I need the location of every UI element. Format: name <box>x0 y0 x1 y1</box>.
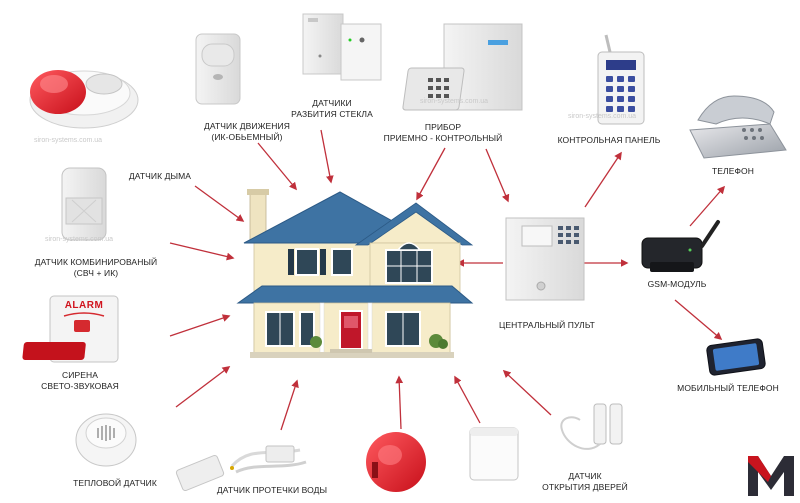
mobile-phone-image <box>706 338 766 376</box>
arrow-siren-to-house <box>169 314 231 337</box>
smoke-detector-image <box>29 70 139 129</box>
arrow-combined-to-house <box>169 242 235 261</box>
arrow-module-to-house <box>454 375 481 424</box>
door-sensor-label-line2: ОТКРЫТИЯ ДВЕРЕЙ <box>542 482 628 492</box>
gsm-module-label: GSM-МОДУЛЬ <box>647 279 707 289</box>
telephone-label: ТЕЛЕФОН <box>711 166 755 176</box>
door-sensor-label: ДАТЧИК ОТКРЫТИЯ ДВЕРЕЙ <box>542 471 628 493</box>
arrow-device-to-house <box>416 147 446 201</box>
leak-sensor-label: ДАТЧИК ПРОТЕЧКИ ВОДЫ <box>216 485 328 495</box>
combined-sensor-label-line1: ДАТЧИК КОМБИНИРОВАНЫЙ <box>34 257 158 267</box>
siren-label-line2: СВЕТО-ЗВУКОВАЯ <box>41 381 119 391</box>
watermark-4: siron-systems.com.ua <box>568 113 637 120</box>
control-device-label-line1: ПРИБОР <box>424 122 462 132</box>
motion-sensor-label-line2: (ИК-ОБЬЕМНЫЙ) <box>211 132 283 142</box>
water-leak-sensor-image <box>175 445 307 492</box>
motion-sensor-label-line1: ДАТЧИК ДВИЖЕНИЯ <box>204 121 290 131</box>
siren-alarm-text: ALARM <box>64 300 104 311</box>
arrow-redsiren-to-house <box>395 375 404 430</box>
watermark-3: siron-systems.com.ua <box>420 98 489 105</box>
central-console-label: ЦЕНТРАЛЬНЫЙ ПУЛЬТ <box>499 320 595 330</box>
arrow-device-to-console <box>485 148 510 203</box>
arrow-motion-to-house <box>257 142 297 191</box>
arrow-leak-to-house <box>280 379 299 431</box>
heat-sensor-image <box>75 413 137 467</box>
motion-sensor-label: ДАТЧИК ДВИЖЕНИЯ (ИК-ОБЬЕМНЫЙ) <box>204 121 290 143</box>
watermark-2: siron-systems.com.ua <box>45 236 114 243</box>
control-device-label-line2: ПРИЕМНО - КОНТРОЛЬНЫЙ <box>383 133 503 143</box>
arrow-smoke-to-house <box>194 185 245 222</box>
control-panel-label: КОНТРОЛЬНАЯ ПАНЕЛЬ <box>557 135 661 145</box>
motion-sensor-image <box>195 33 241 105</box>
siren-label-line1: СИРЕНА <box>62 370 98 380</box>
arrow-door-to-house <box>502 369 552 416</box>
combined-sensor-label: ДАТЧИК КОМБИНИРОВАНЫЙ (СВЧ + ИК) <box>35 257 158 279</box>
brand-logo: M <box>746 452 796 498</box>
central-console-image <box>505 217 585 301</box>
mobile-phone-label: МОБИЛЬНЫЙ ТЕЛЕФОН <box>677 383 779 393</box>
watermark-1: siron-systems.com.ua <box>34 137 103 144</box>
gsm-module-image <box>641 220 720 272</box>
arrow-gsm-to-mobile <box>674 299 723 341</box>
house-illustration <box>236 189 474 358</box>
alarm-siren-image <box>22 295 119 363</box>
combined-sensor-image <box>61 167 107 241</box>
arrow-heat-to-house <box>175 366 231 408</box>
glass-break-label-line2: РАЗБИТИЯ СТЕКЛА <box>291 109 373 119</box>
red-siren-image <box>366 432 426 492</box>
glass-break-label-line1: ДАТЧИКИ <box>312 98 352 108</box>
smoke-sensor-label: ДАТЧИК ДЫМА <box>128 171 192 181</box>
heat-sensor-label: ТЕПЛОВОЙ ДАТЧИК <box>73 478 157 488</box>
arrow-console-to-panel <box>584 151 622 208</box>
control-device-label: ПРИБОР ПРИЕМНО - КОНТРОЛЬНЫЙ <box>384 122 503 144</box>
brand-logo-mark <box>748 456 794 496</box>
door-sensor-label-line1: ДАТЧИК <box>568 471 602 481</box>
glass-break-label: ДАТЧИКИ РАЗБИТИЯ СТЕКЛА <box>291 98 373 120</box>
control-device-image <box>402 23 523 111</box>
connection-arrows <box>169 129 726 431</box>
door-sensor-image <box>560 403 623 450</box>
siren-label: СИРЕНА СВЕТО-ЗВУКОВАЯ <box>41 370 119 392</box>
wireless-module-image <box>469 427 519 481</box>
combined-sensor-label-line2: (СВЧ + ИК) <box>73 268 119 278</box>
arrow-glass-to-house <box>320 129 334 184</box>
arrow-gsm-to-telephone <box>689 185 726 227</box>
control-panel-keypad-image <box>597 34 645 125</box>
telephone-image <box>689 95 787 159</box>
glass-break-sensors-image <box>302 13 382 81</box>
